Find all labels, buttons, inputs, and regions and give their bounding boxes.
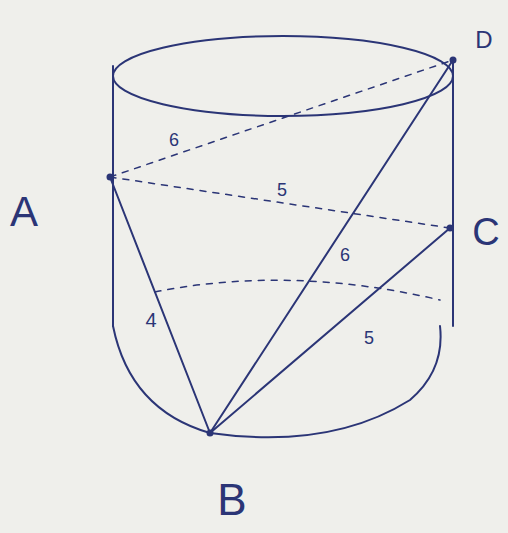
segment-bc xyxy=(210,228,450,433)
length-label: 4 xyxy=(143,310,158,330)
point-label: A xyxy=(8,191,40,233)
point-dot xyxy=(107,174,114,181)
left-edge xyxy=(112,66,114,326)
point-label: B xyxy=(215,478,248,522)
top-ellipse xyxy=(113,36,453,116)
segment-ac xyxy=(110,177,450,228)
segment-bd xyxy=(210,60,453,433)
point-dot xyxy=(447,225,454,232)
length-label: 6 xyxy=(167,131,181,149)
length-label: 5 xyxy=(275,181,289,199)
point-dot xyxy=(450,57,457,64)
segment-ad xyxy=(110,60,453,177)
right-edge xyxy=(452,62,454,326)
segment-ab xyxy=(110,177,210,433)
point-label: D xyxy=(473,28,494,52)
length-label: 6 xyxy=(338,246,352,264)
point-label: C xyxy=(470,213,501,251)
point-dot xyxy=(207,430,214,437)
length-label: 5 xyxy=(362,329,376,347)
bottom-front-arc xyxy=(113,326,441,437)
